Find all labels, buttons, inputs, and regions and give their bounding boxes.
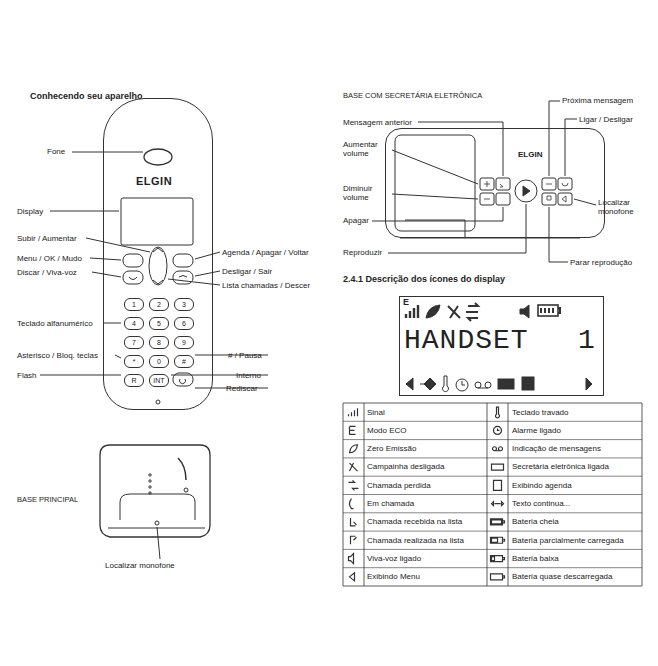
keypad-key: 8 (149, 336, 169, 349)
part-label: # / Pausa (228, 351, 262, 360)
key-label: R (131, 377, 136, 384)
keypad-key: 2 (149, 298, 169, 311)
keypad-key: 5 (149, 317, 169, 330)
table-cell: Campainha desligada (367, 462, 444, 471)
page-title: Conhecendo seu aparelho (30, 91, 143, 101)
part-label: Flash (17, 371, 37, 380)
table-cell: Teclado travado (512, 408, 568, 417)
brand-label: ELGIN (136, 175, 172, 188)
part-label: Menu / OK / Mudo (17, 254, 82, 263)
base-box: ELGIN (385, 128, 605, 238)
key-label: 1 (132, 301, 136, 308)
table-cell: Viva-voz ligado (367, 554, 421, 563)
part-label: Parar reprodução (570, 258, 632, 267)
table-cell: Chamada realizada na lista (367, 536, 464, 545)
table-cell: Em chamada (367, 499, 414, 508)
table-cell: Zero Emissão (367, 444, 416, 453)
keypad-key: 9 (174, 336, 194, 349)
part-label: Aumentar volume (343, 140, 387, 158)
part-label: Diminuir volume (343, 184, 387, 202)
part-label: Mensagem anterior (343, 118, 412, 127)
key-label: * (133, 358, 136, 365)
table-cell: Bateria baixa (512, 554, 559, 563)
key-label: 6 (182, 320, 186, 327)
lcd-text: 1 (578, 325, 595, 357)
part-label: Rediscar (226, 384, 258, 393)
table-cell: Chamada perdida (367, 481, 431, 490)
table-cell: Bateria parcialmente carregada (512, 536, 624, 545)
part-label: BASE COM SECRETÁRIA ELETRÔNICA (343, 92, 482, 101)
table-cell: Chamada recebida na lista (367, 517, 462, 526)
part-label: Discar / Viva-voz (17, 268, 77, 277)
part-label: Agenda / Apagar / Voltar (222, 248, 309, 257)
keypad-key: * (124, 355, 144, 368)
part-label: Apagar (343, 216, 369, 225)
part-label: Reproduzir (343, 248, 382, 257)
part-label: Ligar / Desligar (579, 115, 633, 124)
key-label: INT (153, 377, 164, 384)
key-label: 7 (132, 339, 136, 346)
table-cell: Exibindo Menu (367, 572, 420, 581)
part-label: BASE PRINCIPAL (17, 496, 78, 505)
table-cell: Alarme ligado (512, 426, 561, 435)
table-cell: Bateria cheia (512, 517, 559, 526)
keypad-key: R (124, 374, 144, 387)
table-cell: Texto continua... (512, 499, 570, 508)
key-label: # (182, 358, 186, 365)
key-label: 0 (157, 358, 161, 365)
part-label: Desligar / Sair (222, 267, 272, 276)
table-cell: Secretária eletrônica ligada (512, 462, 609, 471)
key-label: 8 (157, 339, 161, 346)
part-label: Localizar monofone (598, 198, 648, 216)
brand-label: ELGIN (518, 150, 542, 159)
table-cell: Indicação de mensagens (512, 444, 601, 453)
part-label: Display (17, 207, 43, 216)
part-label: Fone (47, 147, 65, 156)
key-label: 4 (132, 320, 136, 327)
lcd-text: HANDSET (404, 325, 529, 357)
part-label: Localizar monofone (105, 561, 175, 570)
table-cell: Modo ECO (367, 426, 407, 435)
keypad-key: 1 (124, 298, 144, 311)
handset-box: ELGIN 1 2 3 4 5 6 7 8 9 * 0 # R INT (103, 98, 213, 410)
table-cell: Bateria quase descarregada (512, 572, 613, 581)
keypad-key: # (174, 355, 194, 368)
part-label: Interno (236, 371, 261, 380)
keypad-key: 6 (174, 317, 194, 330)
keypad-key: 4 (124, 317, 144, 330)
part-label: Subir / Aumentar (17, 234, 77, 243)
part-label: 2.4.1 Descrição dos ícones do display (343, 274, 505, 284)
lcd-indicator: E (403, 297, 409, 307)
key-label: 9 (182, 339, 186, 346)
key-label: 3 (182, 301, 186, 308)
part-label: Lista chamadas / Descer (222, 281, 310, 290)
table-cell: Sinal (367, 408, 385, 417)
key-label: 2 (157, 301, 161, 308)
lcd-box: E HANDSET 1 (399, 296, 604, 396)
key-label: 5 (157, 320, 161, 327)
part-label: Asterisco / Bloq. teclas (17, 351, 98, 360)
keypad-key: 3 (174, 298, 194, 311)
table-cell: Exibindo agenda (512, 481, 572, 490)
part-label: Próxima mensagem (562, 96, 633, 105)
keypad-key: 0 (149, 355, 169, 368)
keypad-key: INT (149, 374, 169, 387)
part-label: Teclado alfanumérico (17, 319, 93, 328)
keypad-key: 7 (124, 336, 144, 349)
